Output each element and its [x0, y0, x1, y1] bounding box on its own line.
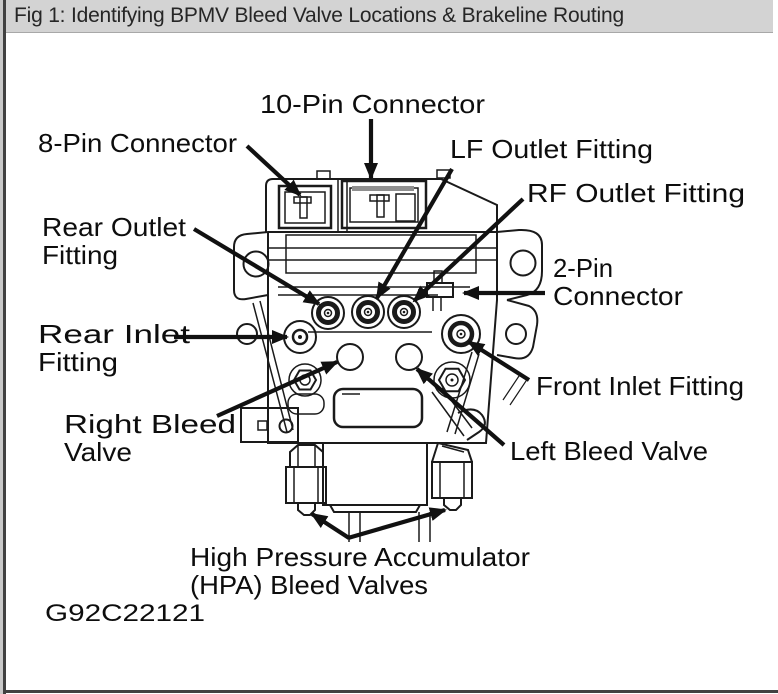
right-bleed-valve: [336, 343, 364, 371]
hex-bolts-drawing: [287, 361, 471, 415]
leader-arrow-right-bleed: [216, 360, 339, 418]
leader-arrow-hpa-right: [347, 507, 447, 541]
connector-housing-drawing: [265, 169, 498, 232]
leader-arrow-rear-outlet: [192, 227, 321, 306]
diagram-labels: 10-Pin Connector 8-Pin Connector LF Outl…: [38, 89, 745, 627]
hpa-accumulators-drawing: [285, 441, 473, 516]
leader-arrow-rf-outlet: [412, 197, 525, 303]
label-lf-outlet-fitting: LF Outlet Fitting: [450, 134, 653, 164]
lf-outlet-fitting: [351, 295, 385, 329]
label-right-bleed-line1: Right Bleed: [64, 409, 236, 439]
window-left-edge: [3, 0, 6, 694]
leader-arrow-8pin: [245, 144, 302, 197]
connector-10pin-drawing: [340, 179, 428, 230]
figure-title-bar: Fig 1: Identifying BPMV Bleed Valve Loca…: [6, 0, 773, 33]
window-left-edge-light: [0, 0, 3, 694]
center-plate-drawing: [332, 387, 424, 429]
label-rear-outlet-line1: Rear Outlet: [42, 212, 187, 242]
mounting-plate-drawing: [233, 228, 543, 444]
label-rear-inlet-line1: Rear Inlet: [38, 319, 191, 349]
leader-arrow-lf-outlet: [375, 167, 454, 300]
rear-outlet-fitting: [311, 296, 345, 330]
leader-arrow-front-inlet: [467, 340, 531, 382]
label-left-bleed-valve: Left Bleed Valve: [510, 436, 708, 466]
label-right-bleed-line2: Valve: [64, 437, 132, 467]
leader-arrows: [174, 119, 545, 541]
bleed-valves-drawing: [336, 343, 423, 371]
label-front-inlet-fitting: Front Inlet Fitting: [536, 371, 744, 401]
leader-arrow-left-bleed: [415, 367, 506, 447]
leader-arrow-hpa-left: [310, 512, 351, 540]
rf-outlet-fitting: [387, 295, 421, 329]
rear-inlet-fitting: [283, 320, 317, 354]
label-hpa-line1: High Pressure Accumulator: [190, 542, 530, 572]
side-bracket-drawing: [240, 407, 299, 443]
label-rf-outlet-fitting: RF Outlet Fitting: [527, 178, 745, 208]
front-inlet-fitting: [441, 314, 481, 354]
left-bleed-valve: [395, 343, 423, 371]
lower-body-drawing: [322, 372, 529, 542]
body-panel-lines-drawing: [268, 234, 497, 333]
label-8-pin-connector: 8-Pin Connector: [38, 128, 237, 158]
figure-code: G92C22121: [45, 600, 205, 627]
label-rear-inlet-line2: Fitting: [38, 347, 118, 377]
window-bottom-edge: [6, 690, 778, 693]
figure-title: Fig 1: Identifying BPMV Bleed Valve Loca…: [14, 4, 624, 27]
left-accumulator: [285, 444, 327, 516]
connector-8pin-drawing: [277, 184, 333, 230]
right-accumulator: [431, 441, 473, 511]
label-hpa-line2: (HPA) Bleed Valves: [190, 570, 428, 600]
label-2-pin-line2: Connector: [553, 281, 683, 311]
label-rear-outlet-line2: Fitting: [42, 240, 118, 270]
label-2-pin-line1: 2-Pin: [553, 253, 613, 283]
label-10-pin-connector: 10-Pin Connector: [260, 89, 485, 119]
outlet-fittings-drawing: [283, 270, 481, 354]
